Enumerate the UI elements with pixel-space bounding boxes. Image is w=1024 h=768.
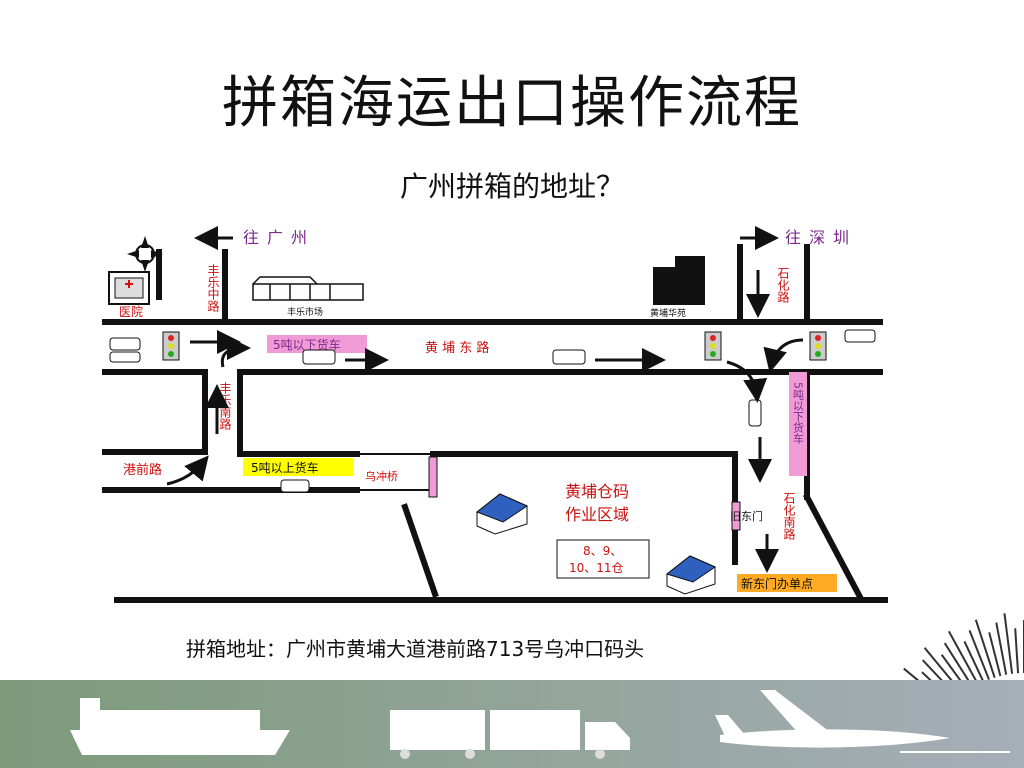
label-warehouse-box-line1: 8、9、 <box>583 544 622 558</box>
car-icon <box>109 337 141 363</box>
road-network <box>102 244 888 603</box>
label-warehouse-area-line1: 黄埔仓码 <box>565 482 629 501</box>
slide-subtitle: 广州拼箱的地址？ <box>399 170 624 203</box>
sunburst-ray <box>1003 613 1014 674</box>
warehouse-building-icon <box>475 493 529 535</box>
label-warehouse-box-line2: 10、11仓 <box>569 561 624 575</box>
label-to-guangzhou: 往广州 <box>243 228 315 247</box>
sunburst-ray <box>963 640 985 683</box>
sign-under-5t-right-bg <box>789 372 807 476</box>
label-old-east-gate: 旧东门 <box>730 509 763 523</box>
slide-title: 拼箱海运出口操作流程 <box>222 71 802 136</box>
sunburst-ray <box>947 630 980 686</box>
sunburst-ray <box>974 619 996 678</box>
traffic-light-icon <box>809 331 827 361</box>
footer-transport-band <box>0 680 1024 768</box>
bridge-pink-marker <box>428 456 438 498</box>
bridge-structure <box>357 453 433 491</box>
sunburst-ray <box>995 622 1008 675</box>
label-fengle-middle-road: 丰乐中路 <box>206 264 220 313</box>
sunburst-ray <box>1014 628 1020 674</box>
airplane-icon <box>715 690 950 748</box>
ship-icon <box>70 698 290 755</box>
sign-under-5t-right: 5吨以下货车 <box>792 382 805 445</box>
car-icon <box>844 329 876 343</box>
label-shihua-south-road: 石化南路 <box>782 492 796 541</box>
compass-icon <box>127 236 163 272</box>
apartment-building-icon <box>653 256 705 305</box>
label-warehouse-area-line2: 作业区域 <box>565 505 629 524</box>
label-huangpu-garden: 黄埔华苑 <box>650 307 686 319</box>
label-shihua-road: 石化路 <box>776 267 790 304</box>
sign-over-5t: 5吨以上货车 <box>251 460 319 475</box>
car-icon <box>302 349 336 365</box>
sign-under-5t-top: 5吨以下货车 <box>273 337 341 352</box>
sunburst-ray <box>988 632 1002 677</box>
sign-under-5t-top-bg <box>267 335 367 353</box>
traffic-light-icon <box>162 331 180 361</box>
market-building-icon <box>252 276 364 301</box>
route-map: 乌冲桥 医院 丰乐市场 黄埔华苑 往广州 往深圳 丰乐中路 丰乐南路 石化路 石… <box>102 226 888 603</box>
label-fengle-market: 丰乐市场 <box>287 306 323 318</box>
sign-over-5t-bg <box>243 458 353 476</box>
office-building-icon <box>665 555 717 595</box>
traffic-arrows <box>166 270 804 573</box>
warehouse-numbers-box <box>556 539 650 579</box>
label-wuchong-bridge: 乌冲桥 <box>365 469 398 483</box>
hospital-icon <box>108 271 150 305</box>
address-line: 拼箱地址：广州市黄埔大道港前路713号乌冲口码头 <box>186 637 645 661</box>
car-icon <box>280 479 310 493</box>
label-huangpu-east-road: 黄 埔 东 路 <box>425 340 489 356</box>
label-to-shenzhen: 往深圳 <box>785 228 857 247</box>
label-fengle-south-road: 丰乐南路 <box>218 382 232 431</box>
traffic-light-icon <box>704 331 722 361</box>
new-east-gate-bg <box>737 574 837 592</box>
label-gangqian-road: 港前路 <box>123 462 162 478</box>
car-icon <box>552 349 586 365</box>
truck-icon <box>390 710 630 759</box>
old-east-gate-marker <box>731 501 741 531</box>
label-new-east-gate-office: 新东门办单点 <box>741 576 813 591</box>
sunburst-ray <box>968 630 990 681</box>
label-hospital: 医院 <box>119 305 143 319</box>
car-icon <box>748 399 762 427</box>
